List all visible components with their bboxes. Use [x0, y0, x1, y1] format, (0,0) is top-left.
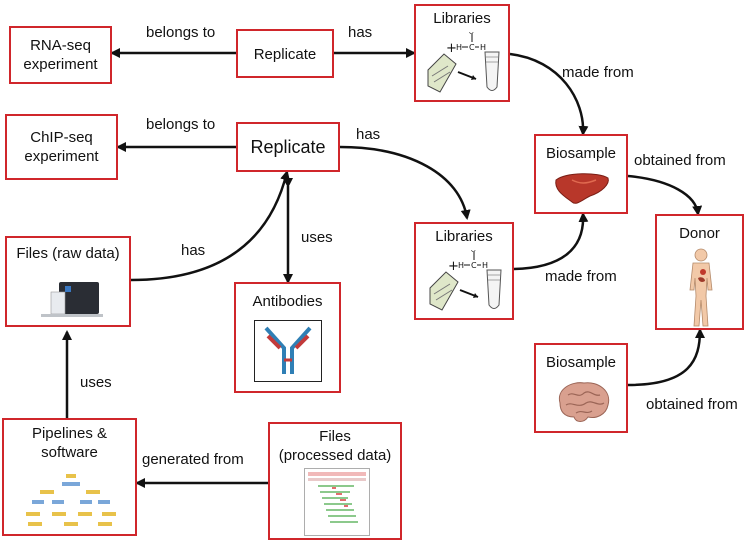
edge-label-uses-1: uses: [301, 229, 333, 246]
edge-made-from-1: [509, 52, 589, 136]
svg-text:+: +: [448, 259, 459, 274]
node-replicate-mid: Replicate: [236, 122, 340, 172]
antibody-icon: [254, 320, 322, 382]
edge-label-has-2: has: [356, 126, 381, 143]
node-antibodies-label: Antibodies: [252, 293, 323, 310]
node-biosample-brain: Biosample: [534, 343, 628, 433]
svg-text:H: H: [480, 43, 486, 52]
cell-crosslink-tube-icon: + H C O H: [427, 32, 500, 93]
node-replicate-top: Replicate: [236, 29, 334, 78]
sequencer-icon: [41, 282, 103, 317]
node-biosample-liver: Biosample: [534, 134, 628, 214]
node-biosample-liver-label: Biosample: [545, 145, 617, 162]
node-replicate-top-label: Replicate: [253, 46, 317, 63]
svg-text:H: H: [458, 261, 464, 270]
edge-label-uses-2: uses: [80, 374, 112, 391]
node-libraries-mid-label: Libraries: [435, 228, 493, 245]
brain-icon: [558, 382, 610, 422]
edge-label-belongs-to-2: belongs to: [146, 116, 216, 133]
node-libraries-top: Libraries + H C O H: [414, 4, 510, 102]
edge-has-3: [130, 170, 290, 282]
node-donor: Donor: [655, 214, 744, 330]
svg-text:H: H: [456, 43, 462, 52]
svg-text:O: O: [471, 250, 476, 254]
node-chipseq-experiment-label: ChIP-seq experiment: [24, 129, 99, 165]
svg-text:C: C: [471, 261, 477, 270]
node-pipelines-software: Pipelines & software: [2, 418, 137, 536]
node-libraries-top-label: Libraries: [433, 10, 491, 27]
node-rnaseq-experiment: RNA-seq experiment: [9, 26, 112, 84]
svg-text:H: H: [482, 261, 488, 270]
node-pipelines-software-label: Pipelines & software: [31, 425, 108, 461]
svg-text:C: C: [469, 43, 475, 52]
liver-icon: [555, 173, 609, 204]
edge-label-made-from-1: made from: [562, 64, 634, 81]
cell-crosslink-tube-icon: + H C O H: [429, 250, 502, 311]
human-body-icon: [689, 248, 713, 327]
genome-browser-icon: [304, 468, 370, 536]
node-antibodies: Antibodies: [234, 282, 341, 393]
edge-label-has-1: has: [348, 24, 373, 41]
svg-text:O: O: [469, 32, 474, 36]
node-biosample-brain-label: Biosample: [545, 354, 617, 371]
node-files-processed-data-label: Files (processed data): [278, 428, 392, 464]
node-chipseq-experiment: ChIP-seq experiment: [5, 114, 118, 180]
edge-label-generated-from: generated from: [142, 451, 244, 468]
edge-label-made-from-2: made from: [545, 268, 617, 285]
node-rnaseq-experiment-label: RNA-seq experiment: [23, 37, 98, 73]
edge-obtained-from-1: [627, 174, 703, 216]
node-donor-label: Donor: [679, 225, 720, 242]
edge-label-obtained-from-2: obtained from: [646, 396, 738, 413]
node-replicate-mid-label: Replicate: [250, 137, 326, 157]
edge-obtained-from-2: [627, 328, 705, 387]
edge-label-obtained-from-1: obtained from: [634, 152, 726, 169]
edge-label-has-3: has: [181, 242, 206, 259]
edge-has-2: [339, 145, 471, 220]
node-files-processed-data: Files (processed data): [268, 422, 402, 540]
node-libraries-mid: Libraries + H C O H: [414, 222, 514, 320]
node-files-raw-data-label: Files (raw data): [16, 245, 120, 262]
edge-made-from-2: [513, 212, 589, 271]
edge-label-belongs-to-1: belongs to: [146, 24, 216, 41]
svg-text:+: +: [446, 41, 457, 56]
node-files-raw-data: Files (raw data): [5, 236, 131, 327]
pipeline-flowchart-icon: [26, 474, 116, 526]
